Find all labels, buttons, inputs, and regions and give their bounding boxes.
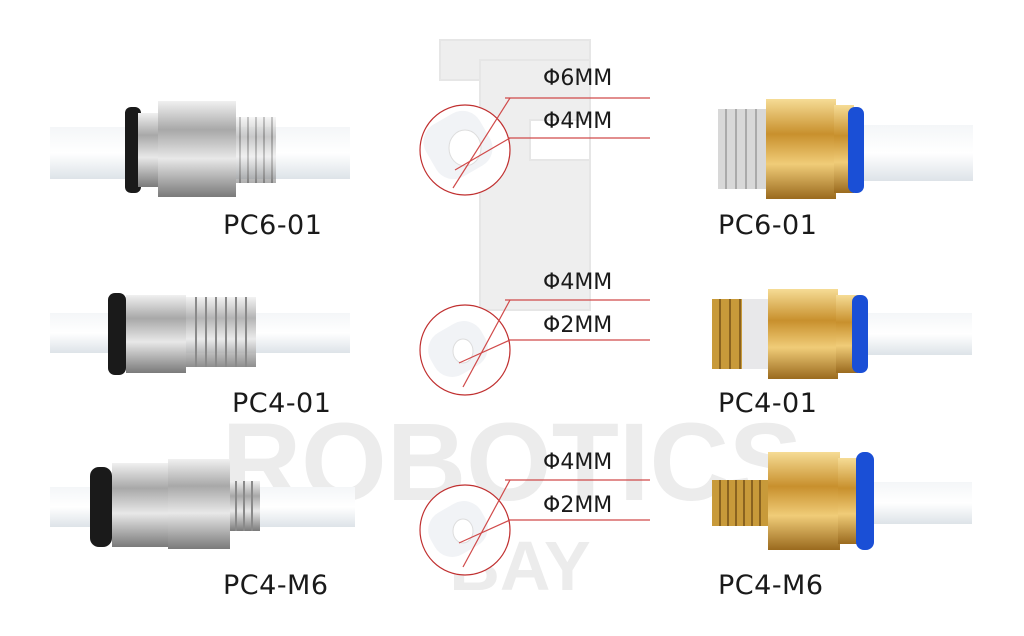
brass-fitting-pc4-01	[712, 289, 972, 379]
tube-diameter-diagram-row2	[419, 299, 650, 396]
right-label-row2: PC4-01	[718, 388, 818, 419]
right-label-row1: PC6-01	[718, 210, 818, 241]
brass-fitting-pc6-01	[718, 99, 973, 199]
outer-diameter-row3: Φ4MM	[543, 450, 613, 475]
left-label-row3: PC4-M6	[223, 570, 329, 601]
inner-diameter-row3: Φ2MM	[543, 493, 613, 518]
inner-diameter-row2: Φ2MM	[543, 313, 613, 338]
outer-diameter-row1: Φ6MM	[543, 66, 613, 91]
brass-fitting-pc4-m6	[712, 452, 972, 550]
outer-diameter-row2: Φ4MM	[543, 270, 613, 295]
tube-diameter-diagram-row3	[419, 479, 650, 576]
right-label-row3: PC4-M6	[718, 570, 824, 601]
tube-diameter-diagram-row1	[419, 97, 650, 196]
silver-fitting-pc6-01	[50, 101, 350, 197]
inner-diameter-row1: Φ4MM	[543, 109, 613, 134]
left-label-row2: PC4-01	[232, 388, 332, 419]
silver-fitting-pc4-01	[50, 293, 350, 375]
left-label-row1: PC6-01	[223, 210, 323, 241]
silver-fitting-pc4-m6	[50, 459, 355, 549]
